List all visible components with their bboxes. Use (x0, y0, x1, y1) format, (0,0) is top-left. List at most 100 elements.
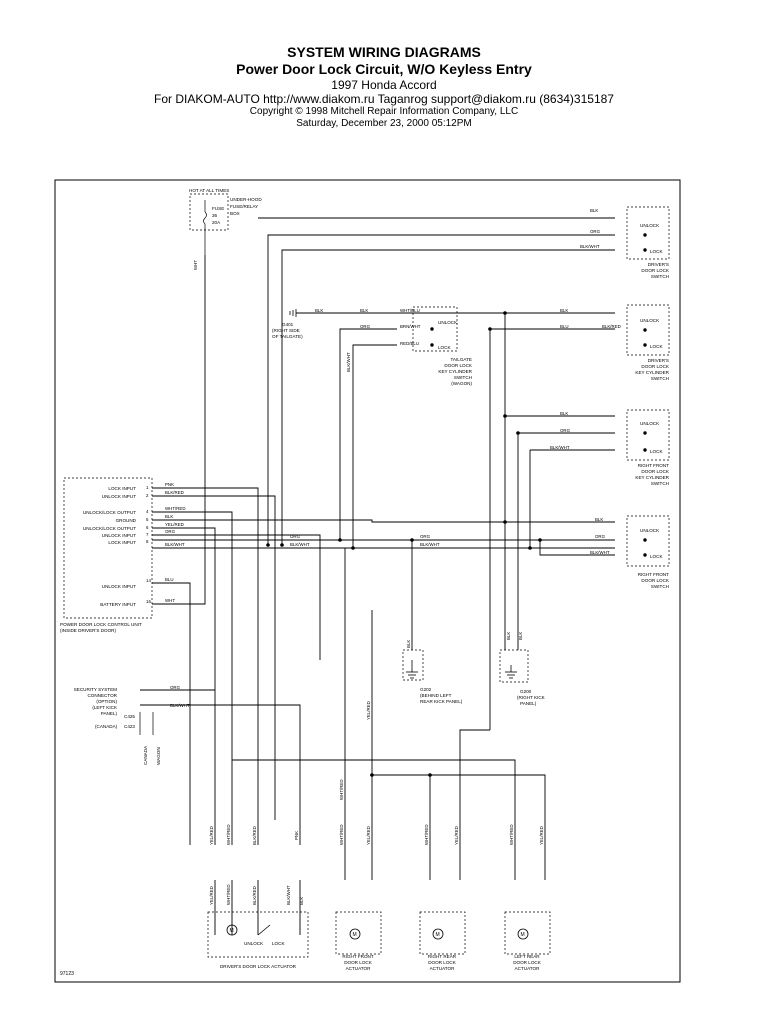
sw2-name-4: SWITCH (651, 376, 669, 381)
cu-pin-output-1: UNLOCK/LOCK OUTPUT (83, 510, 136, 515)
g202-wire-label: BLK (406, 640, 411, 648)
sw1-blkwht-label: BLK/WHT (580, 244, 600, 249)
cu-pin-unlock-input: UNLOCK INPUT (102, 494, 136, 499)
g401-label-2: (RIGHT SIDE (272, 328, 300, 333)
rf-wire-yelred: YEL/RED (366, 701, 371, 720)
fuse-number: 36 (212, 213, 218, 218)
switch-labels: DRIVER'S DOOR LOCK SWITCH DRIVER'S DOOR … (438, 262, 670, 589)
junction-dots (266, 311, 542, 777)
security-label-5: PANEL) (101, 711, 118, 716)
fuse-box-label-3: BOX (230, 211, 240, 216)
rf-wire-whtred: WHT/RED (339, 780, 344, 801)
wire-blk: BLK (165, 514, 173, 519)
page-title: SYSTEM WIRING DIAGRAMS (287, 44, 481, 60)
actuator-boxes (207, 911, 551, 958)
sw4-name-1: RIGHT FRONT (638, 572, 669, 577)
motor-m-labels: M M M M (230, 928, 525, 938)
drv-act-unlock: UNLOCK (244, 941, 264, 946)
security-connector-c423: C423 (124, 724, 135, 729)
cu-pin-unlock-input-3: UNLOCK INPUT (102, 584, 136, 589)
diagram-border (54, 179, 681, 983)
sw1-blk-label: BLK (590, 208, 598, 213)
security-variant-wagon: WAGON (156, 747, 161, 765)
ground-g202-symbol (406, 660, 418, 679)
act-wire-blkred-1: BLK/RED (252, 826, 257, 845)
tg-name-2: DOOR LOCK (444, 363, 473, 368)
ground-g200-symbol (505, 665, 517, 679)
ground-g202-box (402, 649, 424, 681)
act-wire-whtred-1: WHT/RED (226, 825, 231, 846)
sw3-lock: LOCK (650, 449, 663, 454)
g202-label-2: (BEHIND LEFT (420, 693, 452, 698)
fuse-box (189, 193, 229, 255)
sw2-unlock: UNLOCK (640, 318, 660, 323)
wire-org: ORG (165, 529, 176, 534)
cu-pin-numbers: 12 45 67 814 16 (146, 485, 151, 604)
sw4-lock: LOCK (650, 554, 663, 559)
sw4-org-label: ORG (595, 534, 606, 539)
sw4-name-3: SWITCH (651, 584, 669, 589)
page-header: SYSTEM WIRING DIAGRAMS Power Door Lock C… (0, 44, 768, 130)
rf-wire-whtred-2: WHT/RED (339, 825, 344, 846)
ground-g200-box (499, 649, 529, 683)
tg-whtblu-label: WHT/BLU (400, 308, 420, 313)
security-org-label: ORG (170, 685, 181, 690)
drv-act-lock: LOCK (272, 941, 285, 946)
control-unit-label-1: POWER DOOR LOCK CONTROL UNIT (60, 622, 142, 627)
run-blkwht-label: BLK/WHT (290, 542, 310, 547)
timestamp: Saturday, December 23, 2000 05:12PM (296, 118, 472, 130)
figure-id: 97123 (60, 971, 74, 977)
svg-text:6: 6 (146, 525, 149, 530)
svg-text:4: 4 (146, 509, 149, 514)
tg-redblu-label: RED/BLU (400, 341, 419, 346)
fuse-wire-label: WHT (193, 260, 198, 270)
copyright: Copyright © 1998 Mitchell Repair Informa… (249, 106, 519, 118)
security-label-4: (LEFT KICK (92, 705, 118, 710)
circuit-title: Power Door Lock Circuit, W/O Keyless Ent… (236, 60, 532, 77)
sw3-blkwht-label: BLK/WHT (550, 445, 570, 450)
act-wire-blk: BLK (299, 897, 304, 905)
control-unit-box (63, 477, 153, 619)
fuse-box-label-1: UNDER-HOOD (230, 197, 262, 202)
security-label-3: (OPTION) (96, 699, 117, 704)
security-label-1: SECURITY SYSTEM (74, 687, 117, 692)
g200-label-2: (RIGHT KICK (517, 695, 546, 700)
rr-actuator-label-3: ACTUATOR (430, 966, 456, 971)
tg-vertical-label: BLK/WHT (346, 352, 351, 372)
sw1-name-3: SWITCH (651, 274, 669, 279)
rf-wire-yelred-2: YEL/RED (366, 826, 371, 845)
wires (140, 217, 615, 935)
lr-actuator-label-1: LEFT REAR (514, 954, 540, 959)
g200-label-1: G200 (520, 689, 532, 694)
sw2-blkred-label: BLK/RED (602, 324, 621, 329)
security-blkwht-label: BLK/WHT (170, 703, 190, 708)
g401-label-3: OF TAILGATE) (272, 334, 303, 339)
g202-label-3: REAR KICK PANEL) (420, 699, 463, 704)
act-wire-yelred-1: YEL/RED (209, 826, 214, 845)
tg-lock: LOCK (438, 345, 451, 350)
svg-text:2: 2 (146, 493, 149, 498)
cu-pin-unlock-input-2: UNLOCK INPUT (102, 533, 136, 538)
source-line: For DIAKOM-AUTO http://www.diakom.ru Tag… (154, 91, 614, 106)
sw2-name-2: DOOR LOCK (641, 364, 670, 369)
wire-yelred: YEL/RED (165, 522, 184, 527)
tg-org-label: ORG (360, 324, 371, 329)
svg-text:M: M (436, 932, 440, 938)
sw4-blkwht-label: BLK/WHT (590, 550, 610, 555)
act-wire-whtred-2: WHT/RED (226, 885, 231, 906)
g401-label-1: G401 (282, 322, 294, 327)
tg-blk-label: BLK (315, 308, 323, 313)
sw2-name-1: DRIVER'S (648, 358, 669, 363)
fuse-amp: 20A (212, 220, 221, 225)
act-wire-pnk: PNK (294, 831, 299, 840)
rf-actuator-label-1: RIGHT FRONT (342, 954, 373, 959)
switch-boxes (412, 206, 670, 567)
actuator-motors (226, 924, 529, 940)
cu-pin-ground: GROUND (116, 518, 137, 523)
rr-actuator-label-2: DOOR LOCK (428, 960, 457, 965)
security-label-2: CONNECTOR (87, 693, 117, 698)
sw2-blu-label: BLU (560, 324, 569, 329)
tg-brnwht-label: BRN/WHT (400, 324, 421, 329)
security-canada: (CANADA) (95, 724, 118, 729)
